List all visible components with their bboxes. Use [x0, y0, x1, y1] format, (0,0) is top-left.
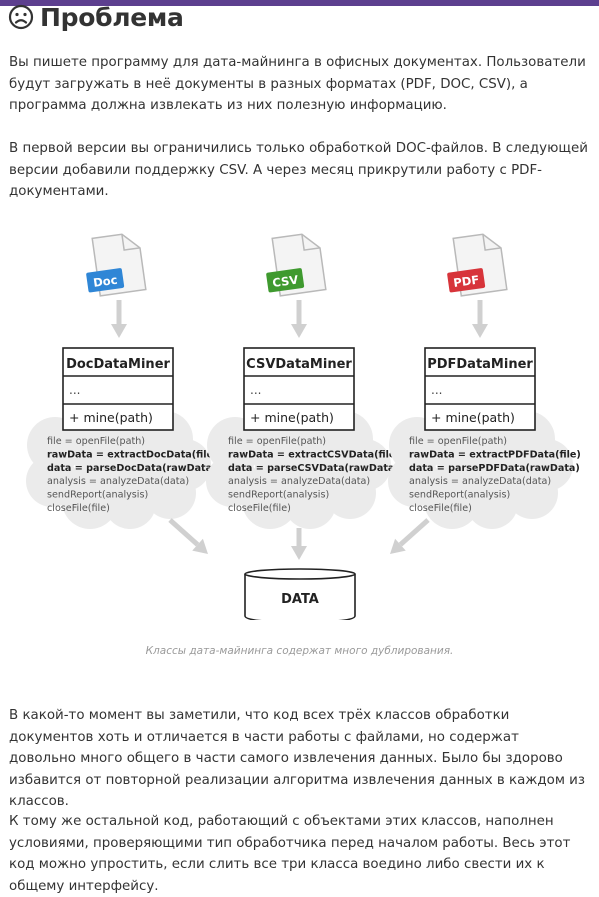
method-code: file = openFile(path) rawData = extractPD…	[409, 436, 581, 514]
code-line: data = parseDocData(rawData)	[47, 463, 216, 474]
arrow-csv-to-data	[291, 528, 307, 560]
code-line: analysis = analyzeData(data)	[47, 476, 189, 487]
class-name: PDFDataMiner	[427, 357, 533, 372]
database-label: DATA	[281, 592, 319, 607]
class-method: + mine(path)	[250, 410, 334, 425]
arrow-file-to-class	[472, 300, 488, 338]
versions-paragraph: В первой версии вы ограничились только о…	[9, 141, 588, 199]
frowning-face-icon	[8, 4, 34, 30]
code-line: closeFile(file)	[409, 503, 472, 514]
observation-paragraph: В какой-то момент вы заметили, что код в…	[9, 708, 586, 809]
arrow-doc-to-data	[168, 518, 208, 554]
method-code: file = openFile(path) rawData = extractDo…	[47, 436, 217, 514]
class-method: + mine(path)	[69, 410, 153, 425]
code-line: file = openFile(path)	[47, 436, 145, 447]
code-line: sendReport(analysis)	[228, 490, 329, 501]
file-type-label: PDF	[453, 273, 481, 290]
class-box-pdfdataminer: PDFDataMiner... + mine(path)	[424, 347, 536, 431]
class-box-csvdataminer: CSVDataMiner... + mine(path)	[243, 347, 355, 431]
code-line: file = openFile(path)	[409, 436, 507, 447]
class-fields: ...	[431, 383, 442, 397]
figure-caption: Классы дата-майнинга содержат много дубл…	[145, 645, 454, 657]
code-line: sendReport(analysis)	[409, 490, 510, 501]
code-line: analysis = analyzeData(data)	[409, 476, 551, 487]
code-line: closeFile(file)	[228, 503, 291, 514]
file-csv-icon: CSV	[266, 233, 327, 297]
code-line: rawData = extractPDFData(file)	[409, 449, 581, 460]
code-cloud	[388, 401, 573, 529]
code-line: file = openFile(path)	[228, 436, 326, 447]
method-code: file = openFile(path) rawData = extractCS…	[228, 436, 400, 514]
intro-paragraph: Вы пишете программу для дата-майнинга в …	[9, 55, 586, 113]
file-pdf-icon: PDF	[447, 233, 508, 297]
code-line: closeFile(file)	[47, 503, 110, 514]
code-line: data = parsePDFData(rawData)	[409, 463, 580, 474]
arrow-file-to-class	[291, 300, 307, 338]
class-fields: ...	[250, 383, 261, 397]
arrow-file-to-class	[111, 300, 127, 338]
top-accent-bar	[0, 0, 599, 6]
class-method: + mine(path)	[431, 410, 515, 425]
class-name: DocDataMiner	[66, 357, 170, 372]
code-line: analysis = analyzeData(data)	[228, 476, 370, 487]
page-title: Проблема	[40, 2, 184, 32]
code-line: data = parseCSVData(rawData)	[228, 463, 399, 474]
file-type-label: CSV	[272, 273, 300, 290]
arrow-pdf-to-data	[390, 518, 430, 554]
class-box-docdataminer: DocDataMiner... + mine(path)	[62, 347, 174, 431]
conclusion-paragraph: К тому же остальной код, работающий с об…	[9, 814, 571, 894]
code-line: rawData = extractDocData(file)	[47, 449, 217, 460]
file-doc-icon: Doc	[86, 233, 147, 297]
class-name: CSVDataMiner	[246, 357, 352, 372]
code-line: rawData = extractCSVData(file)	[228, 449, 400, 460]
section-heading: Проблема	[8, 0, 184, 34]
code-line: sendReport(analysis)	[47, 490, 148, 501]
class-fields: ...	[69, 383, 80, 397]
database-icon: DATA	[244, 568, 356, 623]
file-type-label: Doc	[92, 273, 118, 290]
